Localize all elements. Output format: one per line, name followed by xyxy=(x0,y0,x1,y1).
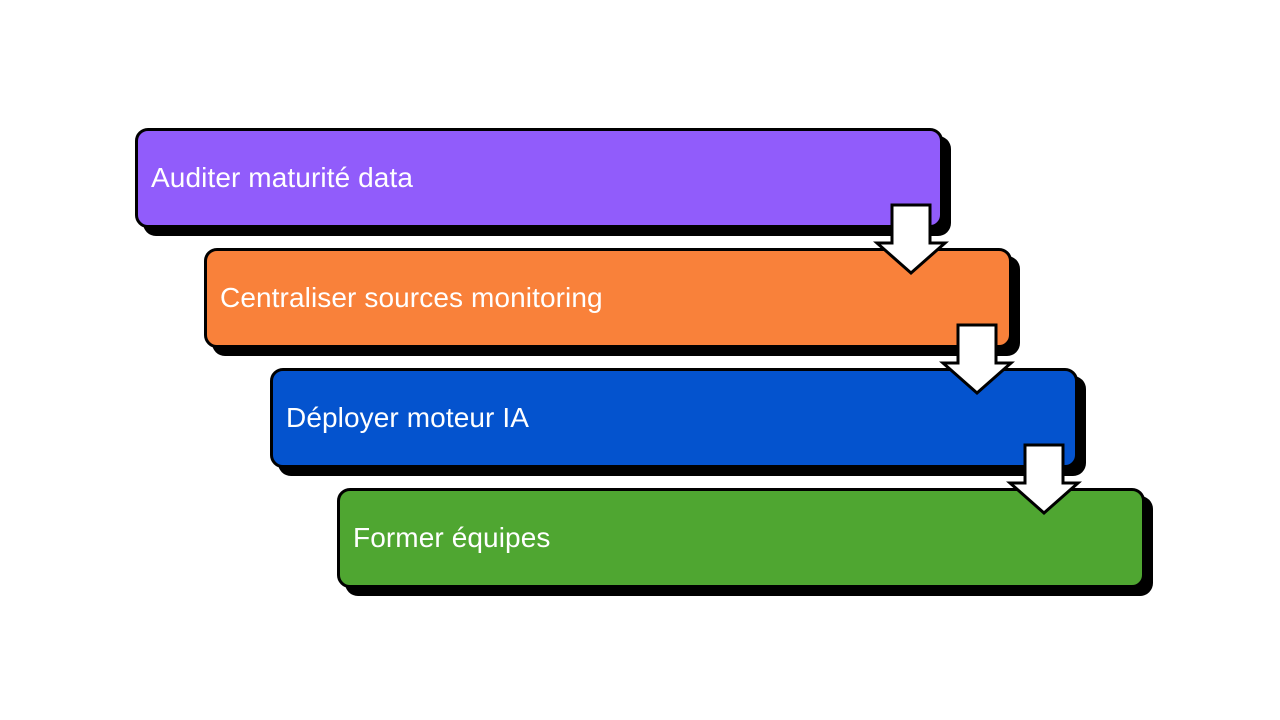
process-step-1[interactable]: Auditer maturité data xyxy=(135,128,943,228)
process-step-4-label: Former équipes xyxy=(353,522,551,553)
process-step-2[interactable]: Centraliser sources monitoring xyxy=(204,248,1012,348)
process-step-3-label: Déployer moteur IA xyxy=(286,402,530,433)
process-step-1-label: Auditer maturité data xyxy=(151,162,414,193)
process-step-2-label: Centraliser sources monitoring xyxy=(220,282,603,313)
process-step-4[interactable]: Former équipes xyxy=(337,488,1145,588)
process-step-3[interactable]: Déployer moteur IA xyxy=(270,368,1078,468)
